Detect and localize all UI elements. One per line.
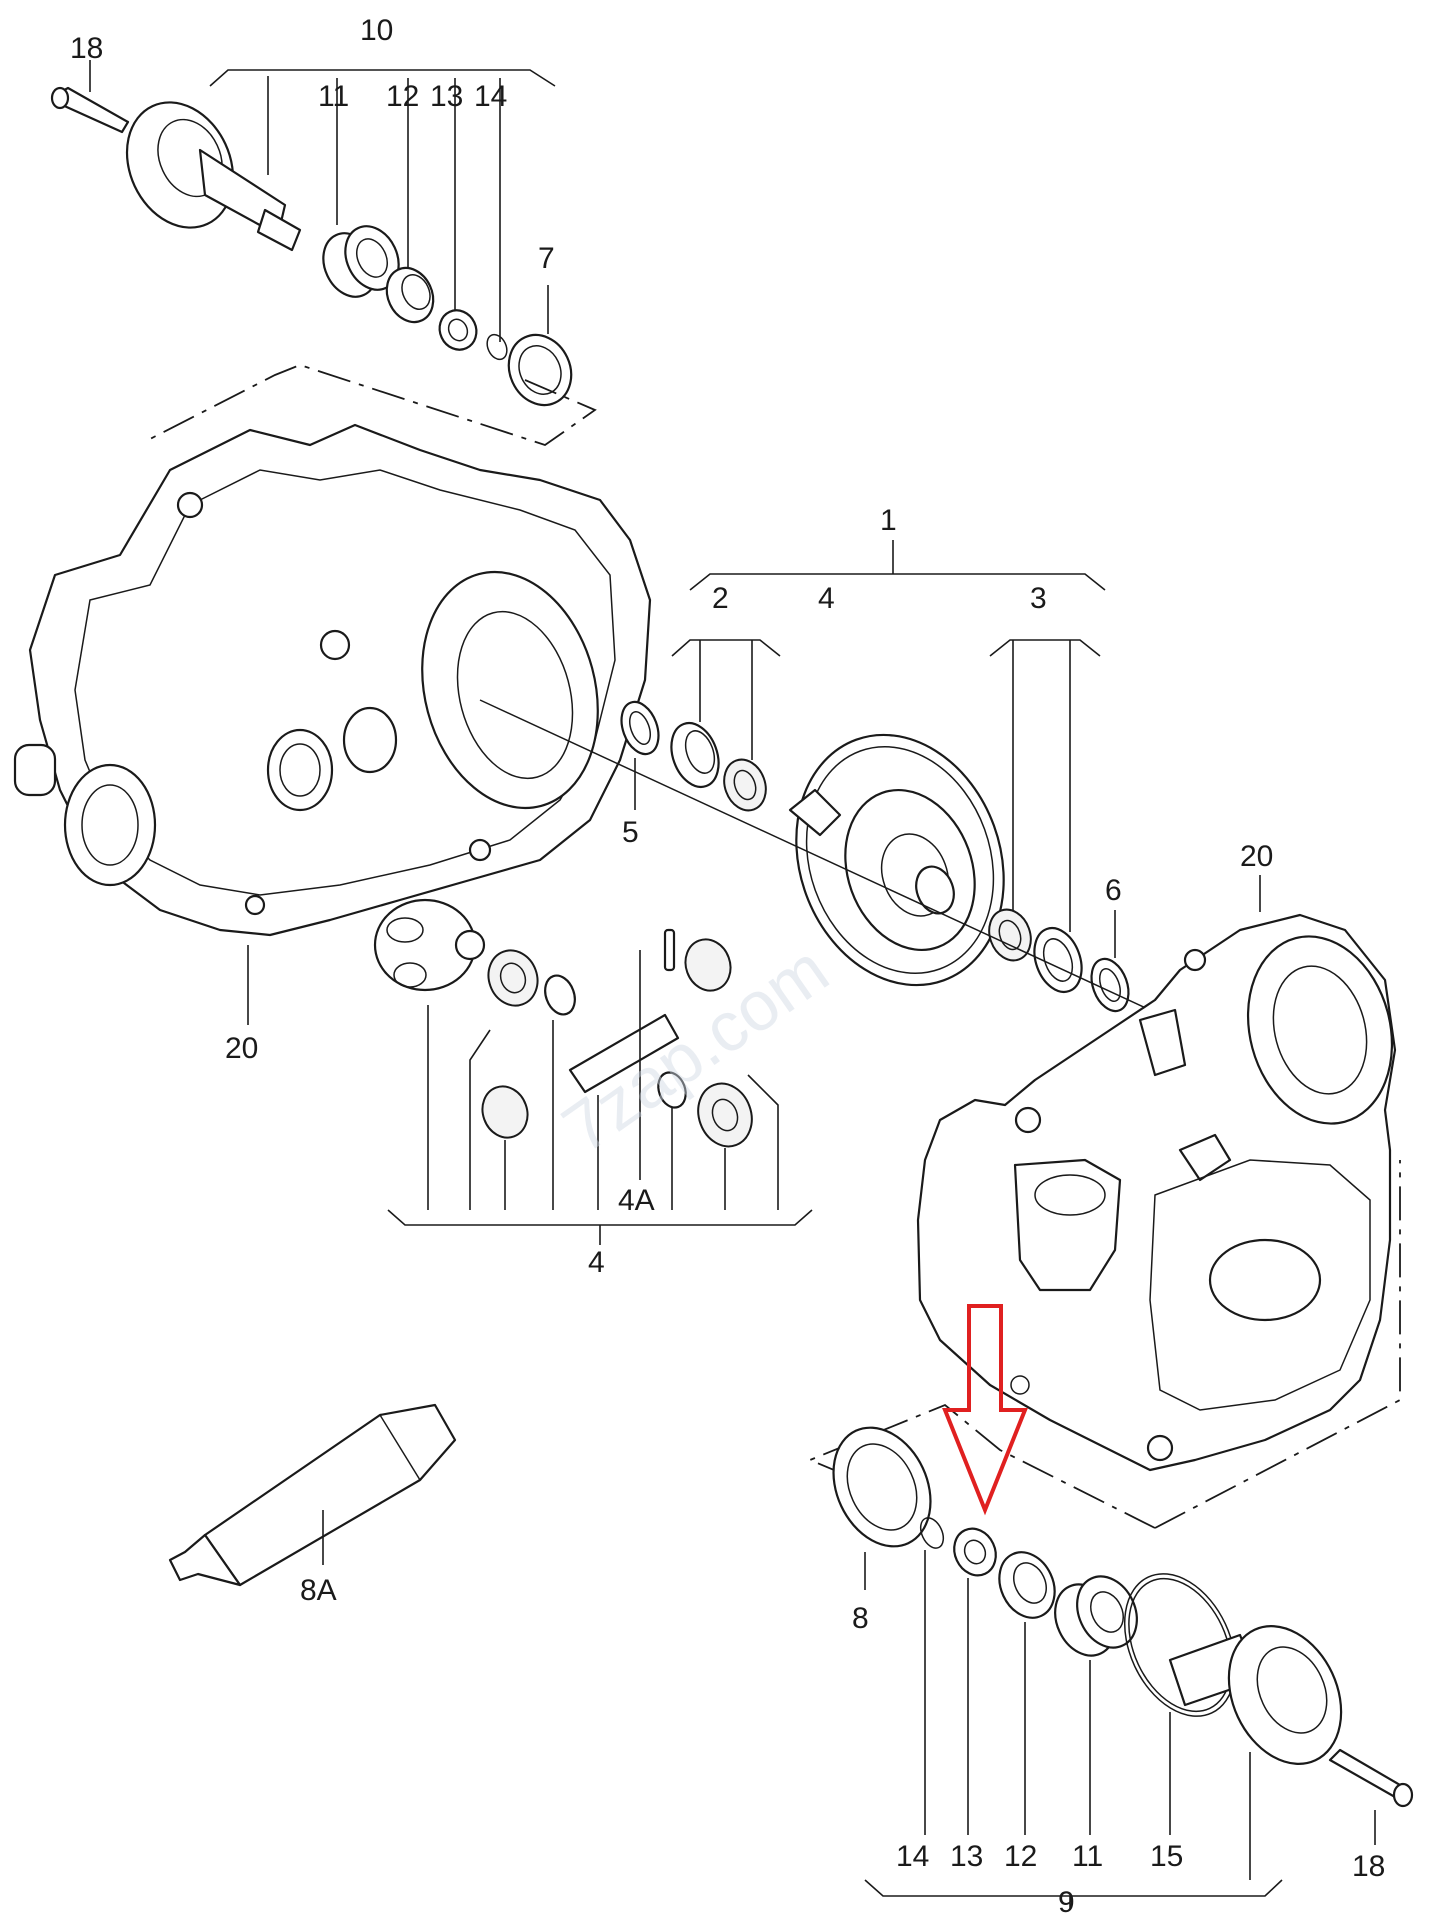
callout-14-top: 14 xyxy=(474,80,507,113)
callout-8: 8 xyxy=(852,1602,869,1635)
callout-13-bottom: 13 xyxy=(950,1840,983,1873)
callout-10: 10 xyxy=(360,14,393,47)
callout-18-top: 18 xyxy=(70,32,103,65)
lower-flange-group xyxy=(832,1426,1414,1910)
callout-7: 7 xyxy=(538,242,555,275)
top-flange-group xyxy=(50,60,597,446)
callout-20-left: 20 xyxy=(225,1032,258,1065)
callout-3: 3 xyxy=(1030,582,1047,615)
callout-18-bottom: 18 xyxy=(1352,1850,1385,1883)
right-housing xyxy=(807,875,1401,1529)
left-housing xyxy=(13,423,652,1025)
callout-11-bottom: 11 xyxy=(1072,1840,1103,1873)
highlight-arrow-icon xyxy=(942,1304,1028,1516)
callout-13-top: 13 xyxy=(430,80,463,113)
callout-4-bottom: 4 xyxy=(588,1246,605,1279)
callout-11-top: 11 xyxy=(318,80,349,113)
differential-internals xyxy=(373,898,813,1245)
callout-4A: 4A xyxy=(618,1184,655,1217)
callout-15: 15 xyxy=(1150,1840,1183,1873)
callout-5: 5 xyxy=(622,816,639,849)
callout-20-right: 20 xyxy=(1240,840,1273,873)
sealant-tube xyxy=(168,1403,457,1587)
callout-14-bottom: 14 xyxy=(896,1840,929,1873)
callout-4-top: 4 xyxy=(818,582,835,615)
callout-1: 1 xyxy=(880,504,897,537)
callout-12-bottom: 12 xyxy=(1004,1840,1037,1873)
callout-8A: 8A xyxy=(300,1574,337,1607)
callout-6: 6 xyxy=(1105,874,1122,907)
callout-9: 9 xyxy=(1058,1886,1075,1919)
callout-2: 2 xyxy=(712,582,729,615)
differential-assembly xyxy=(479,540,1151,1013)
callout-12-top: 12 xyxy=(386,80,419,113)
